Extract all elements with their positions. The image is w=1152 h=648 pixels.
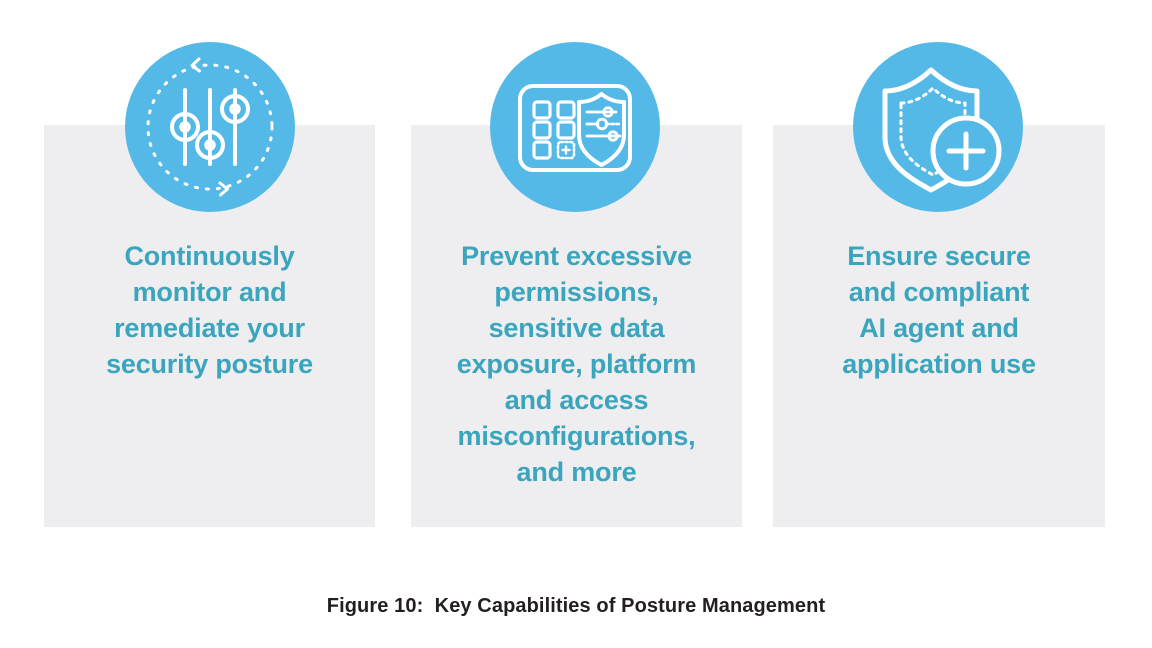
sliders-refresh-cycle-icon bbox=[125, 42, 295, 212]
shield-plus-icon bbox=[853, 42, 1023, 212]
capability-card-text-continuous-monitoring: Continuously monitor and remediate your … bbox=[106, 241, 313, 379]
app-grid-shield-settings-icon bbox=[490, 42, 660, 212]
capability-card-text-secure-ai-usage: Ensure secure and compliant AI agent and… bbox=[842, 241, 1036, 379]
figure-caption: Figure 10: Key Capabilities of Posture M… bbox=[326, 595, 826, 617]
capability-card-text-excessive-permissions: Prevent excessive permissions, sensitive… bbox=[456, 241, 697, 487]
